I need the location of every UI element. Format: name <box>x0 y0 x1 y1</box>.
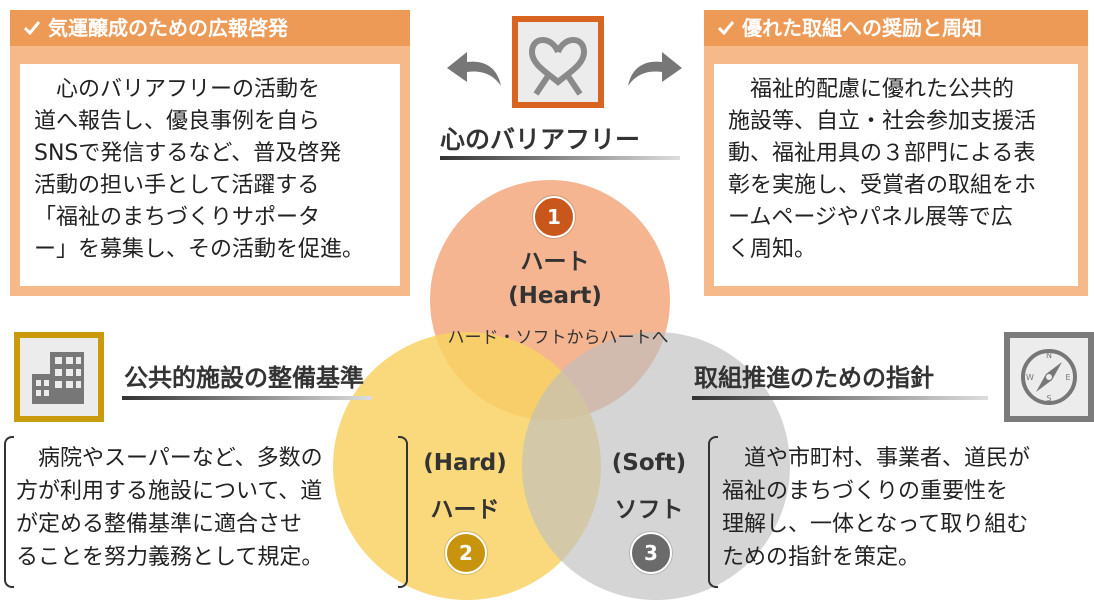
text-line: 彰を実施し、受賞者の取組をホ <box>728 173 1037 198</box>
right-section-title: 取組推進のための指針 <box>694 364 934 392</box>
soft-label-en: (Soft) <box>611 450 687 476</box>
building-icon <box>14 332 104 422</box>
text-line: 心のバリアフリーの活動を <box>34 77 321 102</box>
text-line: 道へ報告し、優良事例を自ら <box>34 109 321 134</box>
heart-label: ハート <box>520 249 590 275</box>
text-line: 道や市町村、事業者、道民が <box>722 446 1031 471</box>
left-info-body: 心のバリアフリーの活動を 道へ報告し、優良事例を自ら SNSで発信するなど、普及… <box>20 64 400 286</box>
curved-arrow-left-icon <box>445 48 505 94</box>
right-info-header: 優れた取組への奨励と周知 <box>704 10 1088 46</box>
text-line: ームページやパネル展等で広 <box>728 205 1013 230</box>
text-line: ることを努力義務として規定。 <box>16 545 324 570</box>
compass-letter-n: N <box>1046 351 1052 360</box>
text-line: 理解し、一体となって取り組む <box>722 512 1029 537</box>
hard-label-en: (Hard) <box>423 450 507 476</box>
heart-ribbon-icon <box>512 16 604 108</box>
hard-number-badge: 2 <box>445 532 487 574</box>
right-info-body: 福祉的配慮に優れた公共的 施設等、自立・社会参加支援活 動、福祉用具の３部門によ… <box>714 64 1078 286</box>
left-section-title: 公共的施設の整備基準 <box>124 364 364 392</box>
curved-arrow-right-icon <box>624 48 684 94</box>
text-line: 病院やスーパーなど、多数の <box>16 446 323 471</box>
text-line: SNSで発信するなど、普及啓発 <box>34 141 342 166</box>
left-bracket-close <box>398 436 408 588</box>
center-title-underline <box>440 156 680 160</box>
right-section-text: 道や市町村、事業者、道民が 福祉のまちづくりの重要性を 理解し、一体となって取り… <box>722 442 1092 574</box>
left-section-text: 病院やスーパーなど、多数の 方が利用する施設について、道 が定める整備基準に適合… <box>16 442 396 574</box>
text-line: が定める整備基準に適合させ <box>16 512 303 537</box>
right-section-underline <box>692 396 988 400</box>
text-line: 活動の担い手として活躍する <box>34 173 320 198</box>
left-info-box: 気運醸成のための広報啓発 心のバリアフリーの活動を 道へ報告し、優良事例を自ら … <box>10 10 410 296</box>
hard-label: ハード <box>430 497 500 523</box>
center-subtitle: ハード・ソフトからハートへ <box>447 328 669 348</box>
text-line: 福祉的配慮に優れた公共的 <box>728 77 1015 102</box>
left-bracket <box>4 436 14 588</box>
soft-number-badge: 3 <box>630 532 672 574</box>
soft-label: ソフト <box>614 497 684 523</box>
center-title: 心のバリアフリー <box>440 125 641 154</box>
right-info-title: 優れた取組への奨励と周知 <box>742 16 982 40</box>
text-line: 「福祉のまちづくりサポータ <box>34 205 321 230</box>
text-line: 福祉のまちづくりの重要性を <box>722 479 1009 504</box>
text-line: 方が利用する施設について、道 <box>16 479 323 504</box>
check-icon <box>717 10 735 46</box>
text-line: く周知。 <box>728 237 817 262</box>
text-line: ー」を募集し、その活動を促進。 <box>34 237 365 262</box>
compass-letter-w: W <box>1026 373 1034 382</box>
right-bracket <box>708 436 718 588</box>
right-info-box: 優れた取組への奨励と周知 福祉的配慮に優れた公共的 施設等、自立・社会参加支援活… <box>704 10 1088 296</box>
heart-number-badge: 1 <box>533 196 575 238</box>
heart-label-en: (Heart) <box>508 283 602 309</box>
check-icon <box>23 10 41 46</box>
text-line: ための指針を策定。 <box>722 545 921 570</box>
compass-icon: N W E S <box>1004 332 1094 422</box>
left-section-underline <box>122 396 372 400</box>
left-info-title: 気運醸成のための広報啓発 <box>48 16 288 40</box>
compass-letter-e: E <box>1065 373 1070 382</box>
left-info-header: 気運醸成のための広報啓発 <box>10 10 410 46</box>
compass-letter-s: S <box>1046 394 1051 403</box>
text-line: 施設等、自立・社会参加支援活 <box>728 109 1037 134</box>
text-line: 動、福祉用具の３部門による表 <box>728 141 1036 166</box>
